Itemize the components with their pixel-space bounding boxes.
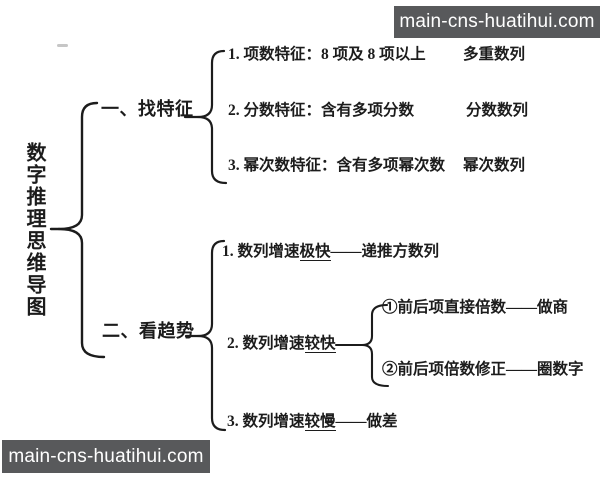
feature-item-3: 3. 幂次数特征：含有多项幂次数: [228, 157, 446, 174]
watermark-top-right: main-cns-huatihui.com: [394, 6, 600, 38]
trend-item-1-pre: 1. 数列增速: [222, 243, 300, 260]
trend-item-2-pre: 2. 数列增速: [227, 335, 305, 352]
trend-item-1-emph: 极快: [299, 243, 331, 261]
trend-item-2-sub-2: ②前后项倍数修正——圈数字: [382, 361, 584, 378]
trend-item-3-post: ——做差: [335, 413, 398, 430]
feature-tag-1: 多重数列: [463, 46, 526, 63]
trend-item-2: 2. 数列增速较快: [227, 335, 336, 353]
trend-item-1-post: ——递推方数列: [330, 243, 440, 260]
watermark-text: main-cns-huatihui.com: [8, 445, 204, 467]
branch-watch-trend-label: 二、看趋势: [102, 321, 195, 341]
watermark-text: main-cns-huatihui.com: [399, 11, 595, 32]
feature-tag-3: 幂次数列: [463, 157, 526, 174]
smudge-artifact: [57, 44, 68, 47]
trend-item-3-pre: 3. 数列增速: [227, 413, 305, 430]
watermark-bottom-left: main-cns-huatihui.com: [2, 440, 210, 473]
trend-item-3: 3. 数列增速较慢——做差: [227, 413, 398, 431]
root-brace: [49, 101, 106, 359]
trend-item-1: 1. 数列增速极快——递推方数列: [222, 243, 440, 261]
trend-item-2-sub-1: ①前后项直接倍数——做商: [382, 299, 569, 316]
trend-item-3-emph: 较慢: [304, 413, 336, 431]
feature-item-2: 2. 分数特征：含有多项分数: [228, 102, 415, 119]
mindmap-title: 数字推理思维导图: [23, 142, 45, 318]
branch-find-features-label: 一、找特征: [101, 99, 194, 119]
feature-item-1: 1. 项数特征：8 项及 8 项以上: [228, 46, 426, 63]
trend-item-2-emph: 较快: [304, 335, 336, 353]
feature-tag-2: 分数数列: [466, 102, 529, 119]
growth-fast-brace: [334, 303, 390, 388]
